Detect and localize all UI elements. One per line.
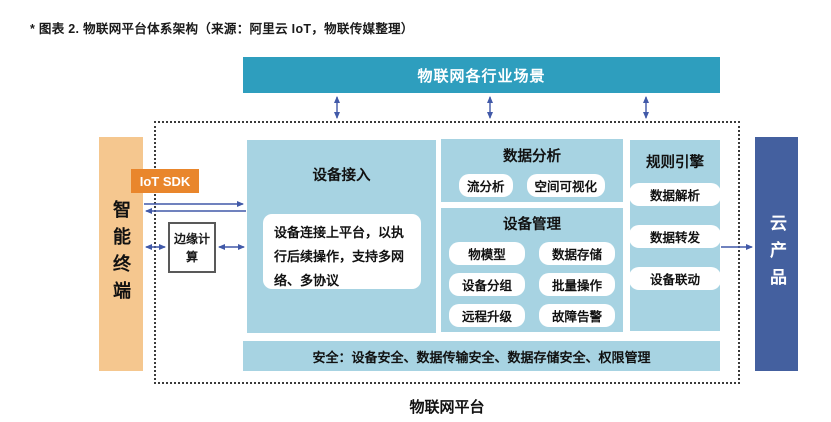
data-analysis-box: 数据分析 流分析 空间可视化 (441, 139, 623, 202)
smart-terminal-label: 智能终端 (111, 200, 131, 308)
edge-computing-box: 边缘计算 (168, 222, 216, 273)
device-management-box: 设备管理 物模型 数据存储 设备分组 批量操作 远程升级 故障告警 (441, 208, 623, 332)
device-management-title: 设备管理 (503, 217, 561, 233)
iot-sdk-tag: IoT SDK (131, 169, 199, 193)
device-access-title: 设备接入 (312, 168, 371, 184)
pill-device-grouping: 设备分组 (449, 273, 525, 296)
device-management-items: 物模型 数据存储 设备分组 批量操作 远程升级 故障告警 (441, 242, 623, 327)
rule-engine-title: 规则引擎 (646, 155, 704, 171)
data-analysis-items: 流分析 空间可视化 (441, 174, 623, 197)
pill-remote-upgrade: 远程升级 (449, 304, 525, 327)
pill-data-parsing: 数据解析 (629, 183, 721, 206)
cloud-product-label: 云产品 (767, 213, 786, 295)
pill-device-linkage: 设备联动 (629, 267, 721, 290)
rule-engine-box: 规则引擎 数据解析 数据转发 设备联动 (629, 140, 721, 331)
pill-thing-model: 物模型 (449, 242, 525, 265)
security-bar: 安全：设备安全、数据传输安全、数据存储安全、权限管理 (243, 341, 720, 371)
iot-sdk-label: IoT SDK (139, 173, 191, 189)
data-analysis-title: 数据分析 (503, 149, 561, 165)
banner-label: 物联网各行业场景 (417, 67, 546, 85)
edge-computing-label: 边缘计算 (173, 231, 210, 264)
smart-terminal-box: 智能终端 (99, 137, 143, 371)
industry-scenarios-banner: 物联网各行业场景 (243, 57, 720, 93)
pill-fault-alert: 故障告警 (539, 304, 615, 327)
iot-platform-dashed-boundary (154, 121, 740, 384)
platform-caption: 物联网平台 (409, 399, 485, 416)
pill-batch-operations: 批量操作 (539, 273, 615, 296)
device-access-description: 设备连接上平台，以执行后续操作，支持多网络、多协议 (263, 214, 421, 289)
figure-title: * 图表 2. 物联网平台体系架构（来源：阿里云 IoT，物联传媒整理） (30, 22, 414, 36)
pill-data-forwarding: 数据转发 (629, 225, 721, 248)
cloud-product-box: 云产品 (755, 137, 798, 371)
pill-stream-analysis: 流分析 (458, 174, 513, 197)
rule-engine-items: 数据解析 数据转发 设备联动 (629, 183, 721, 290)
pill-spatial-visualization: 空间可视化 (526, 174, 606, 197)
pill-data-storage: 数据存储 (539, 242, 615, 265)
security-bar-label: 安全：设备安全、数据传输安全、数据存储安全、权限管理 (312, 349, 651, 365)
